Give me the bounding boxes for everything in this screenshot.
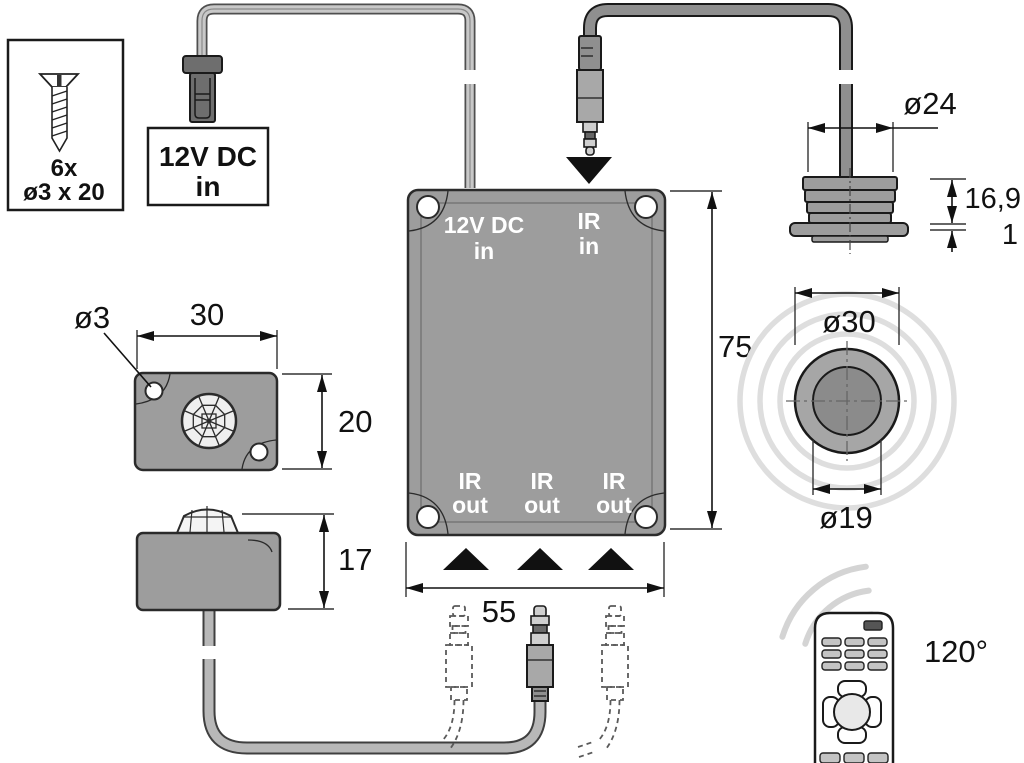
unit-dc-in-label-line1: 12V DC <box>444 212 525 238</box>
dc-in-label-box: 12V DC in <box>146 126 270 207</box>
eye-flange-value: 1 <box>1002 219 1018 251</box>
sensor-side-body <box>135 531 282 612</box>
ghost-cable-break <box>577 741 595 758</box>
sensor-lens-icon <box>180 392 238 450</box>
screw-pack-box: 6x ø3 x 20 <box>6 38 125 212</box>
dim-unit-width: 55 <box>405 542 665 629</box>
sensor-width-value: 30 <box>190 297 224 332</box>
screw-hole-icon <box>416 195 440 219</box>
ir-out-arrows <box>443 548 634 570</box>
unit-width-value: 55 <box>482 594 516 629</box>
screw-hole-icon <box>416 505 440 529</box>
screw-count-label: 6x <box>51 155 78 182</box>
remote-dpad <box>822 680 882 744</box>
unit-dc-in-label-line2: in <box>474 238 494 264</box>
jack-plug-ghost-left <box>441 605 473 750</box>
eye-depth-value: 16,9 <box>965 183 1021 215</box>
insert-arrow-up-icon <box>443 548 489 570</box>
corner-tab <box>408 492 449 535</box>
screw-icon <box>37 73 81 153</box>
unit-ir-in-label-line2: in <box>579 233 599 259</box>
unit-ir-in-label-line1: IR <box>578 208 601 234</box>
ir-sensor-front-view <box>133 371 279 472</box>
corner-tab <box>624 492 665 535</box>
screw-hole-icon <box>144 381 164 401</box>
ir-sensor-side-view <box>135 506 282 612</box>
remote-power-button <box>863 620 883 631</box>
dc-in-label-line2: in <box>196 171 221 202</box>
eye-diameter-value: ø24 <box>903 86 956 121</box>
unit-ir-out-label-3-line2: out <box>596 492 632 518</box>
dim-unit-height: 75 <box>670 190 752 530</box>
screw-size-label: ø3 x 20 <box>23 179 104 206</box>
dim-eye-face: ø30 <box>794 287 900 345</box>
jack-plug-ghost-right <box>597 605 629 750</box>
sensor-side-height-value: 17 <box>338 542 372 577</box>
screw-hole-icon <box>634 195 658 219</box>
dome-facets <box>184 506 231 533</box>
screw-hole-icon <box>249 442 269 462</box>
control-unit: 12V DC in IR in IR out IR out IR out <box>406 188 667 537</box>
sensor-hole-value: ø3 <box>74 300 110 335</box>
ir-in-jack-icon <box>576 35 604 156</box>
insert-arrow-up-icon <box>517 548 563 570</box>
eye-lens-value: ø19 <box>819 500 872 535</box>
screw-hole-icon <box>634 505 658 529</box>
ir-eye-front-view <box>786 341 908 461</box>
unit-ir-out-label-2-line2: out <box>524 492 560 518</box>
dc-power-cable <box>196 3 476 188</box>
corner-detail <box>247 539 273 553</box>
control-unit-body <box>406 188 667 537</box>
dim-eye-diameter: ø24 <box>807 86 957 172</box>
dim-sensor-hole: ø3 <box>74 300 152 388</box>
control-unit-bevel <box>420 202 653 523</box>
insert-arrow-down-icon <box>566 157 612 184</box>
dim-eye-depth: 16,9 1 <box>930 178 1021 252</box>
eye-face-value: ø30 <box>822 304 875 339</box>
dc-plug-icon <box>182 55 223 123</box>
remote-button-grid <box>821 637 888 671</box>
remote-bottom-buttons <box>819 752 889 763</box>
unit-ir-out-label-1-line2: out <box>452 492 488 518</box>
remote-ok-button <box>833 693 871 731</box>
remote-control-icon <box>779 563 895 763</box>
dim-sensor-side-height: 17 <box>242 513 372 610</box>
dc-in-label-frame <box>146 126 270 207</box>
sensor-height-value: 20 <box>338 404 372 439</box>
dim-sensor-height: 20 <box>282 373 372 470</box>
corner-tab <box>408 190 449 232</box>
unit-ir-out-label-3-line1: IR <box>603 468 626 494</box>
sensor-cable <box>202 611 547 755</box>
unit-ir-out-label-2-line1: IR <box>531 468 554 494</box>
unit-ir-out-label-1-line1: IR <box>459 468 482 494</box>
insert-arrow-up-icon <box>588 548 634 570</box>
beam-angle-label: 120° <box>924 634 988 669</box>
dc-in-label-line1: 12V DC <box>159 141 257 172</box>
dim-sensor-width: 30 <box>136 297 278 369</box>
jack-plug-solid <box>526 605 554 702</box>
dim-eye-lens: ø19 <box>812 440 882 535</box>
ir-eye-side-view <box>789 168 909 254</box>
eye-flange <box>789 222 909 237</box>
corner-tab <box>624 190 665 232</box>
